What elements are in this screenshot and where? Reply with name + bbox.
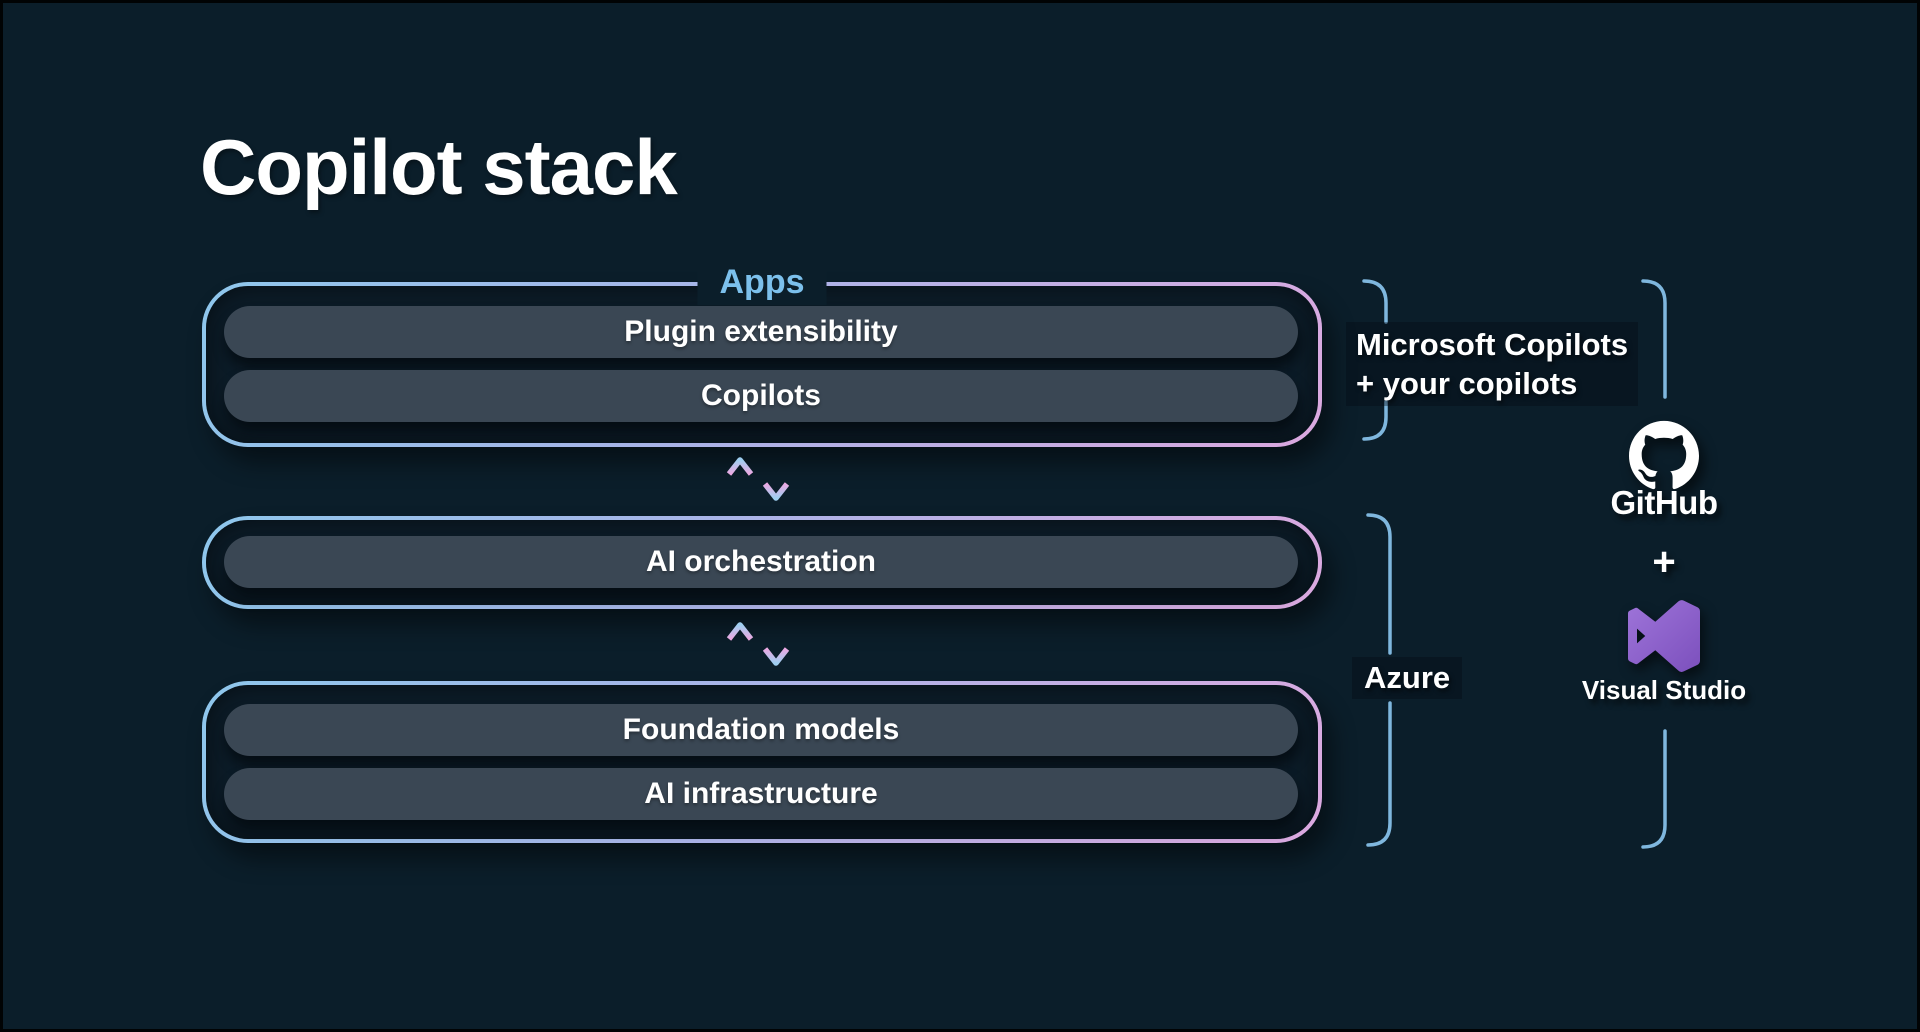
azure-label: Azure <box>1352 657 1463 699</box>
github-logo-icon <box>1629 420 1699 490</box>
visual-studio-label: Visual Studio <box>1581 675 1747 705</box>
apps-layer-label: Apps <box>697 259 827 305</box>
orchestration-layer-box: AI orchestration <box>202 516 1322 609</box>
up-arrow-icon <box>726 622 754 665</box>
microsoft-copilots-line1: Microsoft Copilots <box>1356 327 1629 362</box>
microsoft-copilots-label: Microsoft Copilots + your copilots <box>1346 322 1639 406</box>
up-arrow-icon <box>726 457 754 500</box>
foundation-models-pill: Foundation models <box>224 704 1298 756</box>
copilots-pill: Copilots <box>224 370 1298 422</box>
plus-sign: + <box>1652 540 1676 584</box>
ai-orchestration-pill: AI orchestration <box>224 536 1298 588</box>
visual-studio-logo-icon <box>1628 600 1700 672</box>
infrastructure-layer-box: Foundation models AI infrastructure <box>202 681 1322 843</box>
down-arrow-icon <box>762 458 790 501</box>
down-arrow-icon <box>762 623 790 666</box>
ai-infrastructure-pill: AI infrastructure <box>224 768 1298 820</box>
page-title: Copilot stack <box>200 123 678 211</box>
up-down-arrows-bottom <box>726 622 790 666</box>
up-down-arrows-top <box>726 457 790 501</box>
microsoft-copilots-bracket <box>1362 279 1388 441</box>
apps-layer-box: Apps Plugin extensibility Copilots <box>202 259 1322 447</box>
microsoft-copilots-line2: + your copilots <box>1356 366 1578 401</box>
plugin-extensibility-pill: Plugin extensibility <box>224 306 1298 358</box>
github-wordmark: GitHub <box>1610 484 1718 521</box>
github-visualstudio-bracket <box>1641 279 1667 849</box>
azure-bracket <box>1366 513 1392 847</box>
